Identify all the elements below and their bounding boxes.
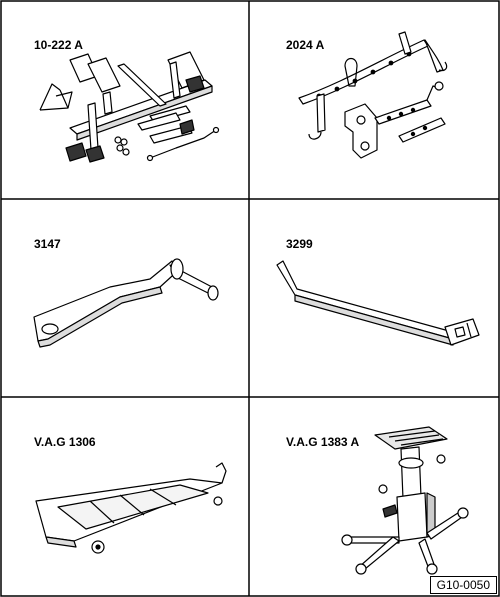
tool-cell-2024a: 2024 A [249, 0, 500, 199]
engine-support-bridge-drawing [39, 51, 220, 163]
tool-label: 10-222 A [34, 38, 83, 52]
tool-label: V.A.G 1383 A [286, 435, 360, 449]
tool-cell-3147: 3147 [0, 199, 249, 397]
tool-cell-10-222a: 10-222 A [0, 0, 249, 199]
crank-lever-drawing [33, 258, 219, 348]
tool-label: V.A.G 1306 [34, 435, 96, 449]
engine-lifting-tackle-drawing [298, 31, 448, 159]
tool-cell-vag1306: V.A.G 1306 [0, 397, 249, 597]
tool-label: 3147 [34, 237, 61, 251]
tool-cell-3299: 3299 [249, 199, 500, 397]
tool-label: 2024 A [286, 38, 325, 52]
transmission-lift-drawing [341, 426, 469, 575]
figure-reference: G10-0050 [429, 576, 497, 594]
counterhold-bar-drawing [276, 260, 480, 346]
drip-tray-drawing [35, 462, 227, 554]
tool-cell-vag1383a: V.A.G 1383 A [249, 397, 500, 597]
tool-label: 3299 [286, 237, 313, 251]
